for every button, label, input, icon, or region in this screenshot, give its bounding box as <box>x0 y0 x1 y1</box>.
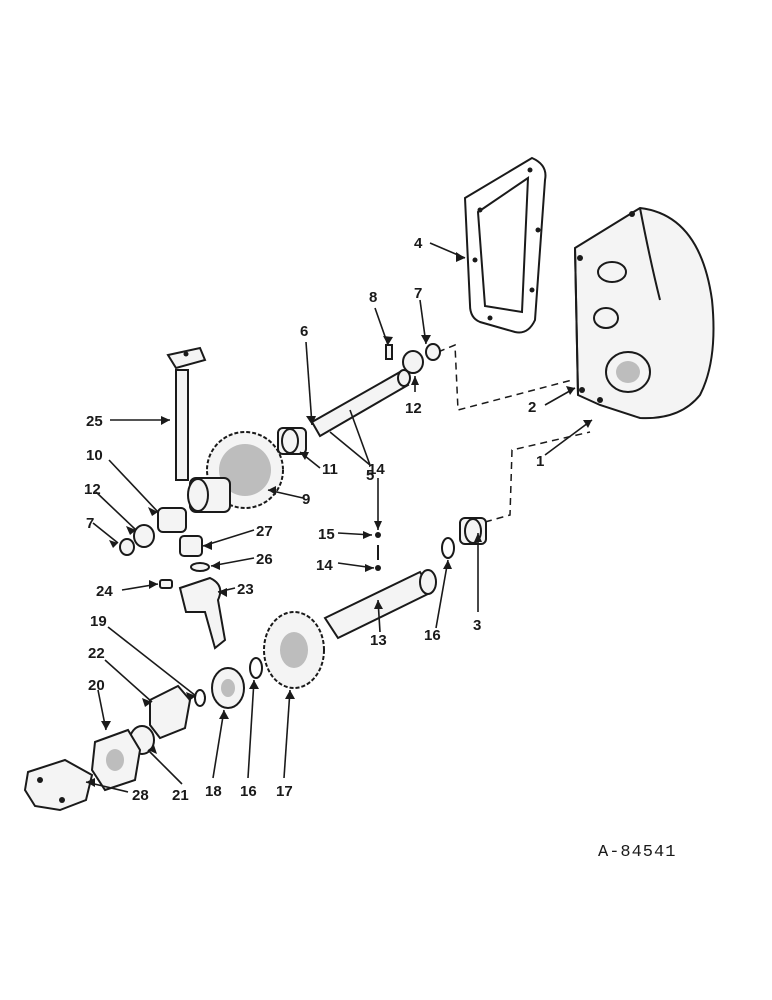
callout-27: 27 <box>256 523 273 540</box>
callout-8: 8 <box>369 289 377 306</box>
idler-shaft <box>310 369 411 438</box>
callout-24: 24 <box>96 583 113 600</box>
callout-25: 25 <box>86 413 103 430</box>
sleeve-and-oring <box>179 535 210 572</box>
figure-reference-code: A-84541 <box>598 843 676 862</box>
callout-labels: 1 2 3 4 5 6 7 7 8 9 10 11 12 12 13 14 14… <box>84 235 544 804</box>
callout-18: 18 <box>205 783 222 800</box>
callout-15: 15 <box>318 526 335 543</box>
callout-4: 4 <box>414 235 423 252</box>
callout-5: 5 <box>366 467 374 484</box>
callout-1: 1 <box>536 453 544 470</box>
callout-23: 23 <box>237 581 254 598</box>
assembly-line-shaft <box>437 343 573 411</box>
callout-16-right: 16 <box>424 627 441 644</box>
callout-13: 13 <box>370 632 387 649</box>
callout-7-lower: 7 <box>86 515 94 532</box>
callout-14-lower: 14 <box>316 557 333 574</box>
callout-16-lower: 16 <box>240 783 257 800</box>
callout-20: 20 <box>88 677 105 694</box>
lower-bearing-set <box>194 657 263 709</box>
callout-11: 11 <box>322 461 338 478</box>
callout-9: 9 <box>302 491 310 508</box>
left-bearing-washers <box>119 507 187 556</box>
callout-21: 21 <box>172 787 189 804</box>
transmission-housing <box>573 206 715 420</box>
shift-fork <box>159 576 227 650</box>
shifter-rod <box>166 346 207 481</box>
callout-3: 3 <box>473 617 481 634</box>
callout-7-upper: 7 <box>414 285 422 302</box>
callout-12-upper: 12 <box>405 400 422 417</box>
callout-14-upper: 14 <box>368 461 385 478</box>
output-gear <box>263 611 325 689</box>
callout-26: 26 <box>256 551 273 568</box>
main-shaft <box>323 532 437 640</box>
callout-22: 22 <box>88 645 105 662</box>
assembly-line-bearing <box>484 431 591 523</box>
retainer-set <box>23 684 192 812</box>
needle-bearing <box>277 427 307 455</box>
arrowheads <box>86 252 592 787</box>
callout-6: 6 <box>300 323 308 340</box>
callout-28: 28 <box>132 787 149 804</box>
callout-2: 2 <box>528 399 536 416</box>
right-snapring-bearing <box>441 517 487 559</box>
callout-17: 17 <box>276 783 293 800</box>
housing-gasket <box>463 156 547 334</box>
callout-12-lower: 12 <box>84 481 101 498</box>
callout-10: 10 <box>86 447 103 464</box>
callout-19: 19 <box>90 613 107 630</box>
cluster-gear <box>187 431 284 513</box>
upper-washers <box>385 343 441 374</box>
